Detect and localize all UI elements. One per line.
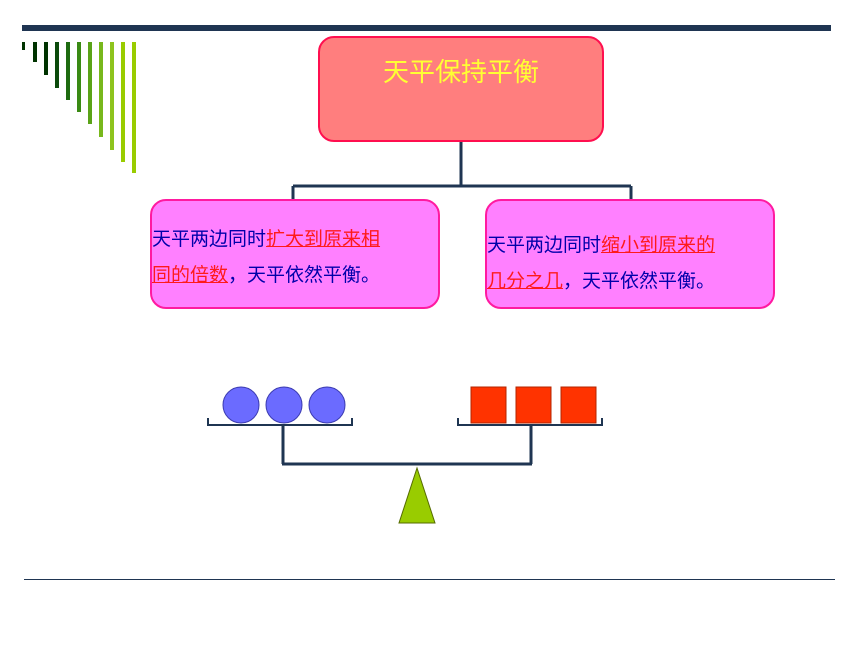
right-node-text: 天平两边同时缩小到原来的 几分之几，天平依然平衡。 [487,227,777,299]
decorative-stripes [22,42,136,173]
left-node-prefix: 天平两边同时 [152,228,267,250]
title-box: 天平保持平衡 [318,36,604,142]
right-node: 天平两边同时缩小到原来的 几分之几，天平依然平衡。 [485,199,775,309]
left-weight-circle [308,386,346,424]
right-node-emphasis-1: 缩小到原来的 [601,234,716,256]
stripe [22,42,25,50]
top-rule [22,25,831,31]
stripe [99,42,103,137]
stripe [110,42,114,150]
right-node-suffix: ，天平依然平衡。 [563,270,716,292]
right-weight-square [560,386,597,424]
stripe [33,42,37,62]
title-text: 天平保持平衡 [382,58,539,88]
left-weight-circle [222,386,260,424]
bottom-rule [24,579,835,580]
left-node-emphasis-2: 同的倍数 [152,264,229,286]
right-weight-square [515,386,552,424]
right-node-prefix: 天平两边同时 [487,234,602,256]
stripe [77,42,81,112]
left-node: 天平两边同时扩大到原来相 同的倍数，天平依然平衡。 [150,199,440,309]
left-weight-circle [265,386,303,424]
stripe [121,42,125,162]
left-node-suffix: ，天平依然平衡。 [228,264,381,286]
fulcrum-triangle [398,466,436,524]
stripe [132,42,136,173]
stripe [66,42,70,100]
stripe [44,42,48,75]
stripe [88,42,92,124]
left-pan [207,418,353,426]
left-node-emphasis-1: 扩大到原来相 [266,228,381,250]
right-weight-square [470,386,507,424]
left-node-text: 天平两边同时扩大到原来相 同的倍数，天平依然平衡。 [152,221,442,293]
stripe [55,42,59,88]
pans [207,386,603,426]
right-node-emphasis-2: 几分之几 [487,270,564,292]
